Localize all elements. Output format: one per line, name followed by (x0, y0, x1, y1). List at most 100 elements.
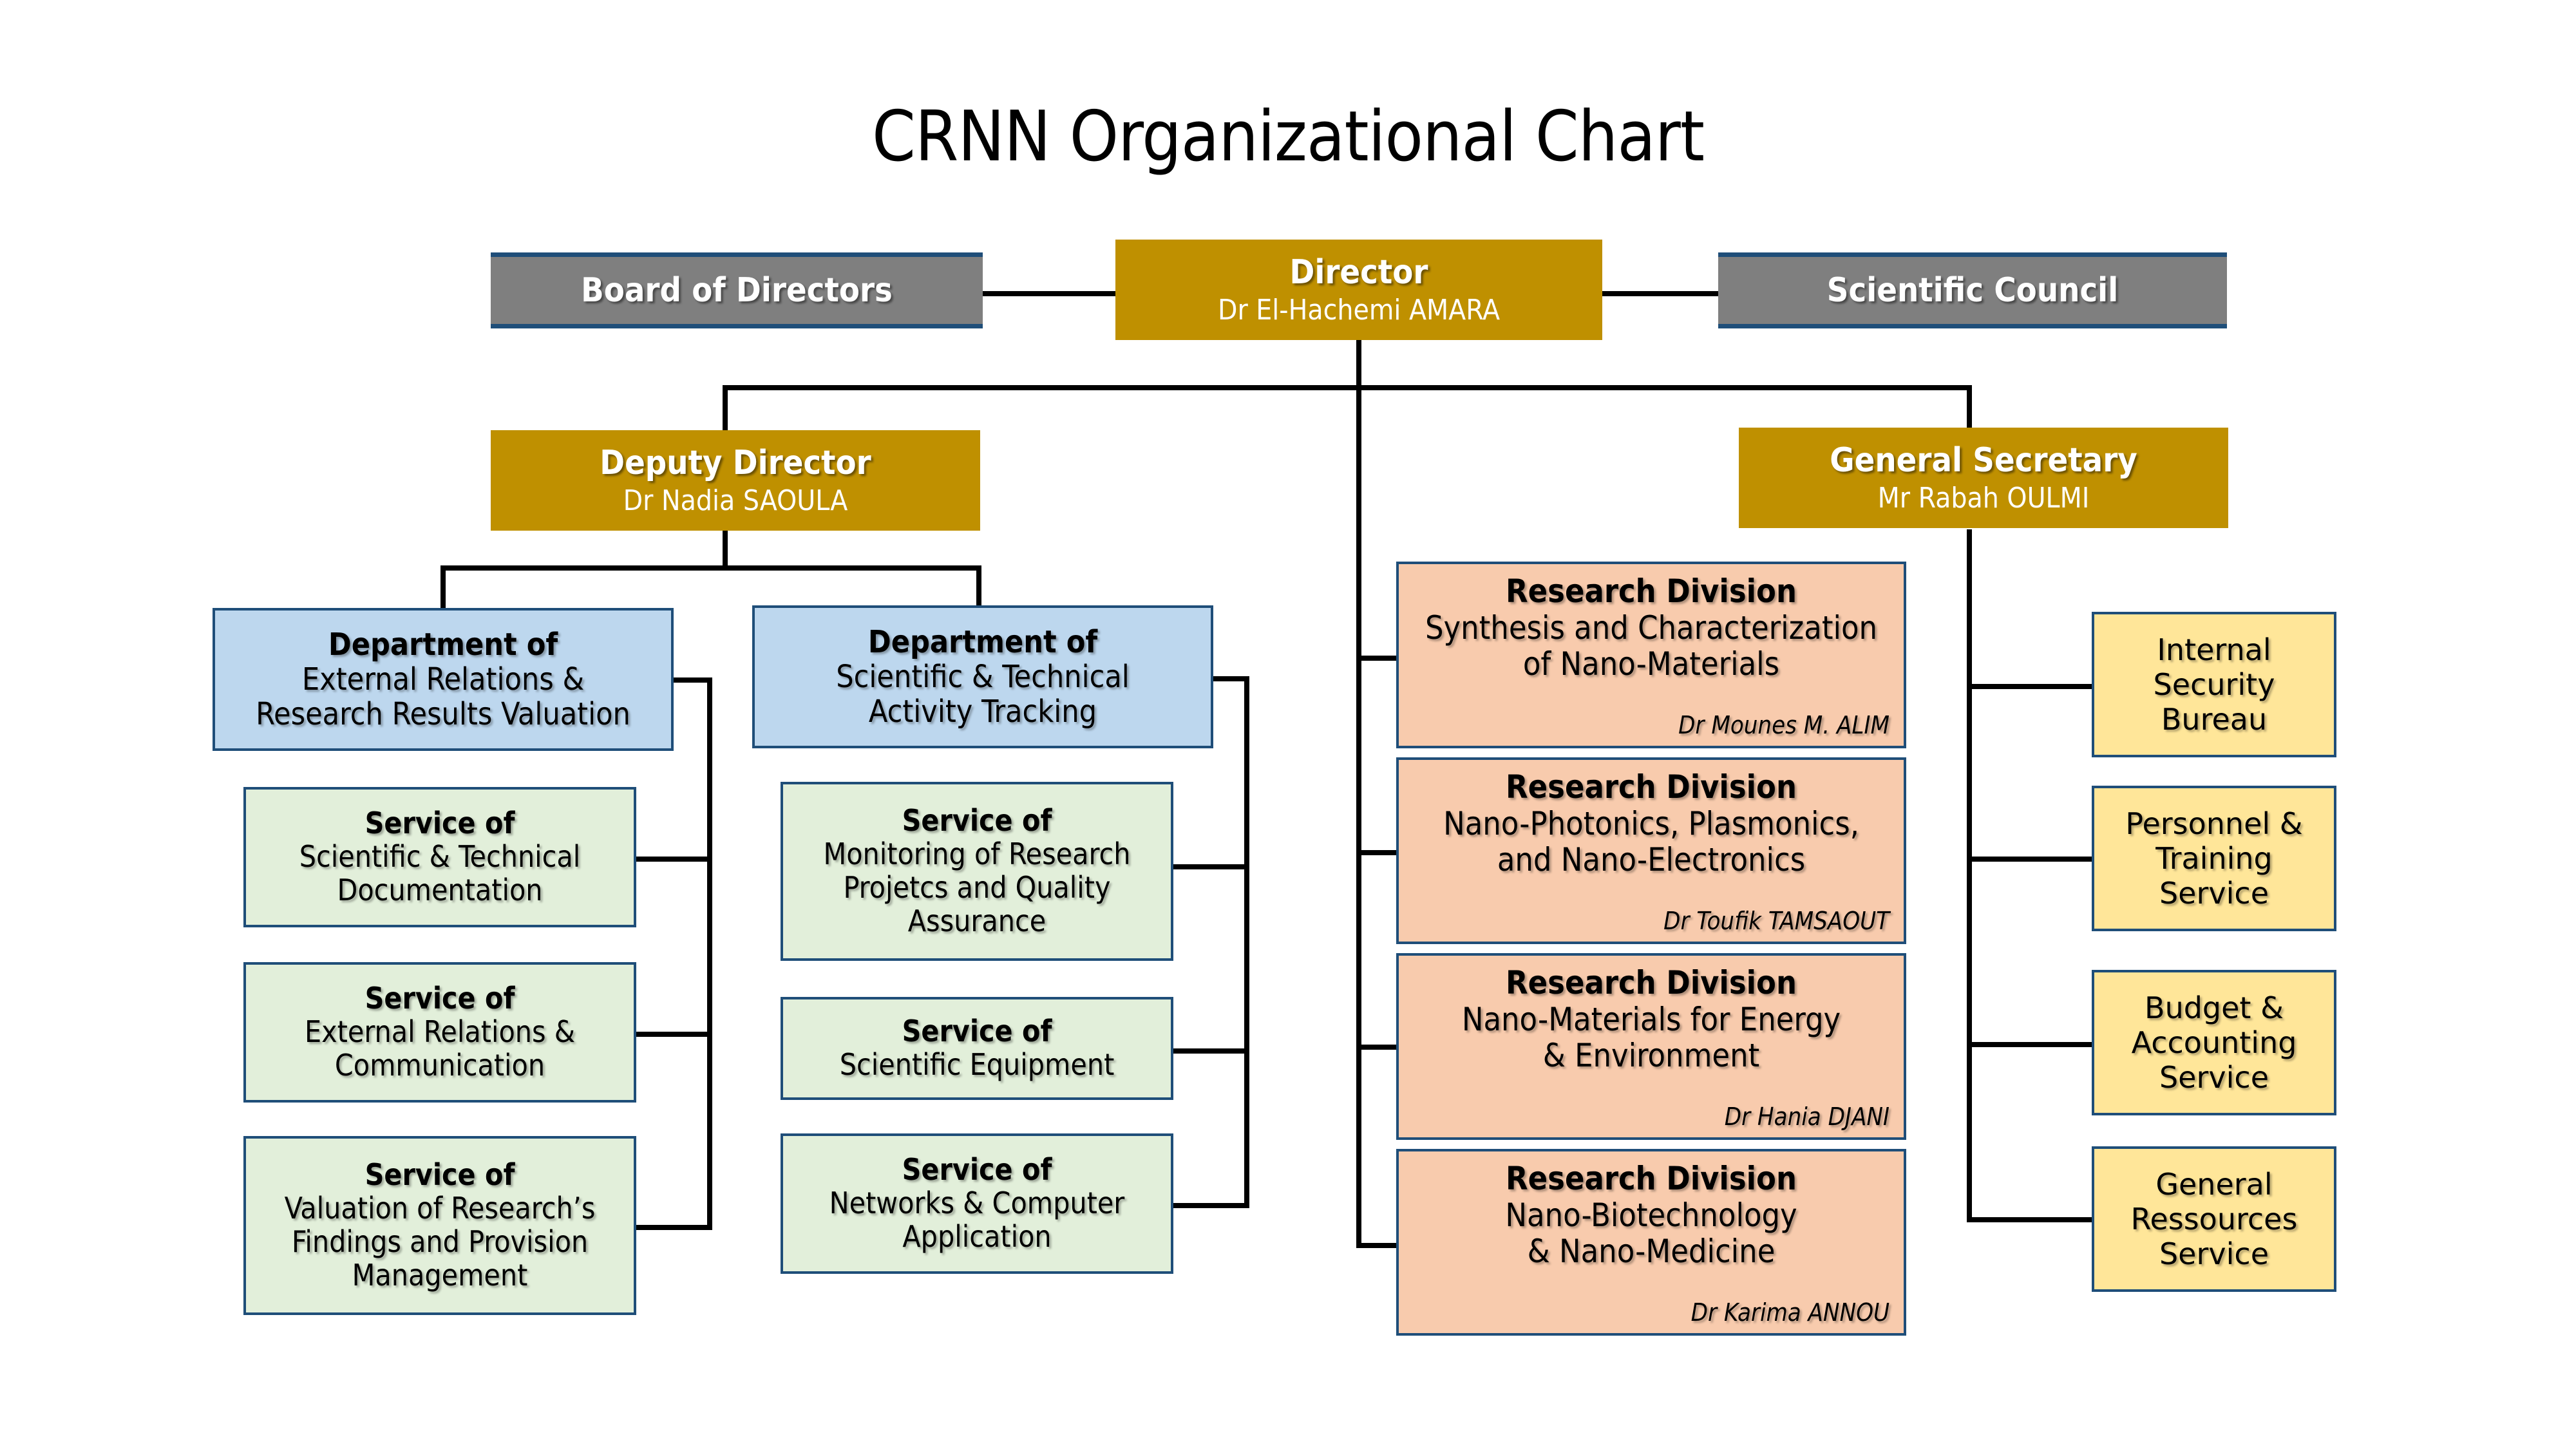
node-service-scientific-documentation[interactable]: Service of Scientific & Technical Docume… (243, 787, 636, 927)
node-research-division-energy-environment[interactable]: Research Division Nano-Materials for Ene… (1396, 953, 1906, 1140)
unit-3-line1: Budget & (2145, 990, 2284, 1025)
node-budget-accounting-service[interactable]: Budget & Accounting Service (2092, 970, 2336, 1115)
service-1-2-line2: External Relations & (305, 1014, 575, 1050)
general-secretary-role: General Secretary (1830, 440, 2137, 480)
connector-dept1-service3 (635, 1225, 711, 1230)
division-1-heading: Research Division (1506, 573, 1797, 610)
connector-deputy-stem (723, 529, 728, 569)
service-2-3-line2: Networks & Computer (829, 1186, 1125, 1221)
unit-2-line1: Personnel & (2125, 806, 2303, 841)
service-2-1-line2: Monitoring of Research (823, 837, 1131, 872)
connector-dept1-out (670, 677, 712, 683)
department-2-line1: Department of (867, 623, 1098, 660)
node-director[interactable]: Director Dr El-Hachemi AMARA (1115, 240, 1602, 340)
connector-dept2-service1 (1172, 864, 1248, 869)
division-2-line1: Nano-Photonics, Plasmonics, (1443, 804, 1859, 842)
deputy-director-person: Dr Nadia SAOULA (623, 484, 848, 517)
department-2-line3: Activity Tracking (868, 694, 1097, 730)
division-4-line2: & Nano-Medicine (1527, 1233, 1776, 1270)
service-1-1-line1: Service of (365, 806, 515, 841)
connector-dept1-service1 (635, 857, 711, 862)
division-4-head: Dr Karima ANNOU (1690, 1298, 1889, 1327)
service-2-2-line2: Scientific Equipment (839, 1047, 1115, 1082)
department-2-line2: Scientific & Technical (836, 658, 1130, 695)
node-department-activity-tracking[interactable]: Department of Scientific & Technical Act… (752, 605, 1213, 748)
unit-1-line3: Bureau (2161, 702, 2268, 737)
service-1-1-line2: Scientific & Technical (299, 839, 581, 875)
division-3-head: Dr Hania DJANI (1724, 1103, 1889, 1132)
division-4-heading: Research Division (1506, 1160, 1797, 1197)
service-1-2-line3: Communication (334, 1047, 545, 1083)
node-service-monitoring-quality[interactable]: Service of Monitoring of Research Projet… (781, 782, 1173, 961)
division-4-line1: Nano-Biotechnology (1505, 1196, 1797, 1234)
node-research-division-biotechnology[interactable]: Research Division Nano-Biotechnology & N… (1396, 1149, 1906, 1336)
service-1-1-line3: Documentation (337, 872, 543, 907)
deputy-director-role: Deputy Director (600, 443, 871, 482)
director-role: Director (1289, 252, 1428, 292)
connector-unit-3 (1967, 1042, 2093, 1047)
department-1-line1: Department of (328, 626, 558, 663)
division-3-line1: Nano-Materials for Energy (1461, 1000, 1841, 1038)
department-1-line3: Research Results Valuation (256, 696, 630, 733)
node-personnel-training-service[interactable]: Personnel & Training Service (2092, 786, 2336, 931)
director-person: Dr El-Hachemi AMARA (1217, 293, 1501, 327)
connector-down-to-dept1 (440, 565, 446, 608)
connector-board-director (982, 291, 1121, 296)
service-1-3-line1: Service of (365, 1157, 515, 1193)
connector-division-3 (1359, 1045, 1399, 1050)
division-2-head: Dr Toufik TAMSAOUT (1663, 907, 1889, 936)
scientific-council-label: Scientific Council (1826, 270, 2119, 310)
node-general-secretary[interactable]: General Secretary Mr Rabah OULMI (1739, 428, 2228, 528)
service-2-1-line3: Projetcs and Quality (843, 870, 1111, 905)
node-deputy-director[interactable]: Deputy Director Dr Nadia SAOULA (491, 430, 980, 531)
service-2-1-line1: Service of (902, 803, 1052, 838)
division-2-heading: Research Division (1506, 768, 1797, 806)
node-research-division-synthesis[interactable]: Research Division Synthesis and Characte… (1396, 562, 1906, 748)
division-1-line2: of Nano-Materials (1522, 645, 1780, 683)
node-service-external-relations-communication[interactable]: Service of External Relations & Communic… (243, 962, 636, 1103)
page-title: CRNN Organizational Chart (872, 97, 1705, 177)
connector-dept1-service2 (635, 1032, 711, 1037)
unit-4-line1: General (2155, 1166, 2273, 1202)
service-1-3-line4: Management (352, 1257, 528, 1293)
connector-division-4 (1359, 1243, 1399, 1248)
connector-director-council (1597, 291, 1719, 296)
node-service-valuation-findings[interactable]: Service of Valuation of Research’s Findi… (243, 1136, 636, 1315)
connector-dept2-spine (1244, 676, 1249, 1208)
connector-unit-4 (1967, 1217, 2093, 1222)
connector-departments-bar (440, 565, 981, 571)
service-1-3-line2: Valuation of Research’s (284, 1191, 596, 1226)
unit-2-line2: Training (2155, 840, 2273, 876)
node-research-division-photonics[interactable]: Research Division Nano-Photonics, Plasmo… (1396, 757, 1906, 944)
node-general-ressources-service[interactable]: General Ressources Service (2092, 1146, 2336, 1292)
node-department-external-relations[interactable]: Department of External Relations & Resea… (213, 608, 674, 751)
connector-down-to-dept2 (976, 565, 981, 608)
unit-4-line3: Service (2159, 1236, 2269, 1272)
unit-2-line3: Service (2159, 876, 2269, 911)
unit-3-line3: Service (2159, 1060, 2269, 1095)
division-3-heading: Research Division (1506, 964, 1797, 1001)
service-1-2-line1: Service of (365, 981, 515, 1016)
unit-4-line2: Ressources (2130, 1201, 2298, 1236)
connector-down-to-deputy (723, 385, 728, 430)
unit-1-line2: Security (2153, 667, 2275, 702)
service-2-2-line1: Service of (902, 1014, 1052, 1049)
node-board-of-directors[interactable]: Board of Directors (491, 252, 983, 328)
connector-dept2-service3 (1172, 1203, 1248, 1208)
connector-dept2-service2 (1172, 1048, 1248, 1054)
connector-secretary-spine (1967, 529, 1972, 1220)
node-internal-security-bureau[interactable]: Internal Security Bureau (2092, 612, 2336, 757)
node-service-scientific-equipment[interactable]: Service of Scientific Equipment (781, 997, 1173, 1100)
connector-division-1 (1359, 656, 1399, 661)
general-secretary-person: Mr Rabah OULMI (1877, 481, 2090, 515)
connector-level2-bar (723, 385, 1972, 390)
unit-3-line2: Accounting (2131, 1025, 2297, 1060)
connector-unit-1 (1967, 684, 2093, 689)
node-service-networks-computer[interactable]: Service of Networks & Computer Applicati… (781, 1133, 1173, 1274)
board-of-directors-label: Board of Directors (581, 270, 893, 310)
node-scientific-council[interactable]: Scientific Council (1718, 252, 2227, 328)
connector-unit-2 (1967, 857, 2093, 862)
connector-dept1-spine (707, 677, 712, 1230)
division-1-line1: Synthesis and Characterization (1425, 609, 1877, 647)
